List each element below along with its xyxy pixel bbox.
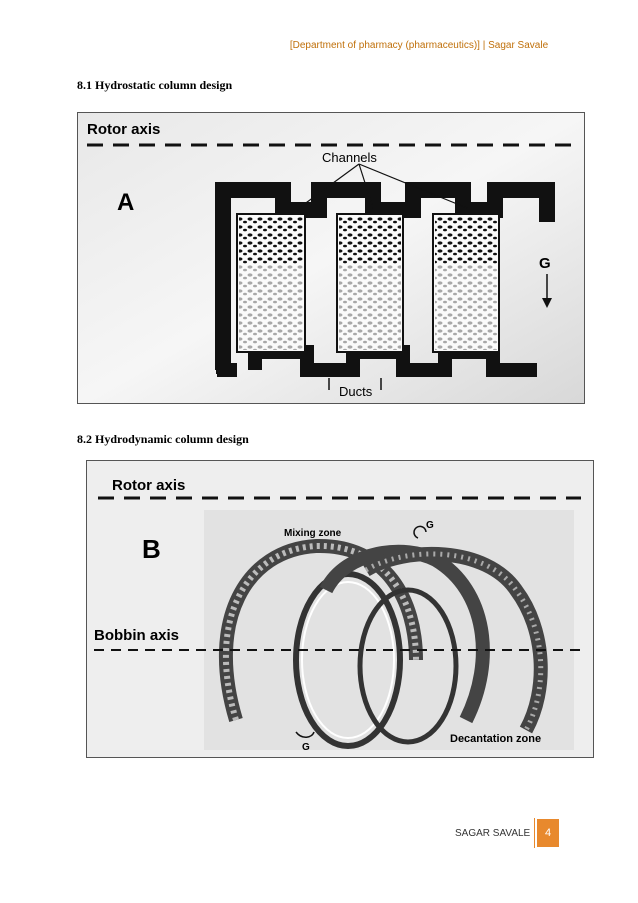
page-header: [Department of pharmacy (pharmaceutics)]…	[289, 40, 549, 51]
panel-letter-a: A	[117, 189, 134, 216]
footer-author: SAGAR SAVALE	[455, 828, 531, 839]
ducts-label: Ducts	[339, 384, 373, 399]
gravity-label-top: G	[426, 520, 434, 531]
hydrodynamic-column-figure: Rotor axis B Mixing zone G Bobbin axis G…	[86, 460, 594, 758]
rotor-axis-label-b: Rotor axis	[112, 477, 185, 494]
section-heading-hydrodynamic: 8.2 Hydrodynamic column design	[77, 432, 249, 446]
panel-letter-b: B	[142, 534, 161, 564]
column-2	[336, 213, 404, 353]
section-heading-hydrostatic: 8.1 Hydrostatic column design	[77, 78, 233, 92]
decantation-zone-label: Decantation zone	[450, 733, 541, 745]
hydrostatic-column-figure: Rotor axis Channels A G Ducts	[77, 112, 585, 404]
channels-label: Channels	[322, 150, 377, 165]
rotor-axis-label: Rotor axis	[87, 121, 160, 138]
mixing-zone-label: Mixing zone	[284, 528, 342, 539]
gravity-label-bottom: G	[302, 742, 310, 753]
gravity-label-a: G	[539, 255, 551, 272]
footer-divider	[534, 818, 535, 848]
column-3	[432, 213, 500, 353]
bobbin-axis-label: Bobbin axis	[94, 627, 179, 644]
page-number: 4	[537, 819, 559, 847]
column-1	[236, 213, 306, 353]
